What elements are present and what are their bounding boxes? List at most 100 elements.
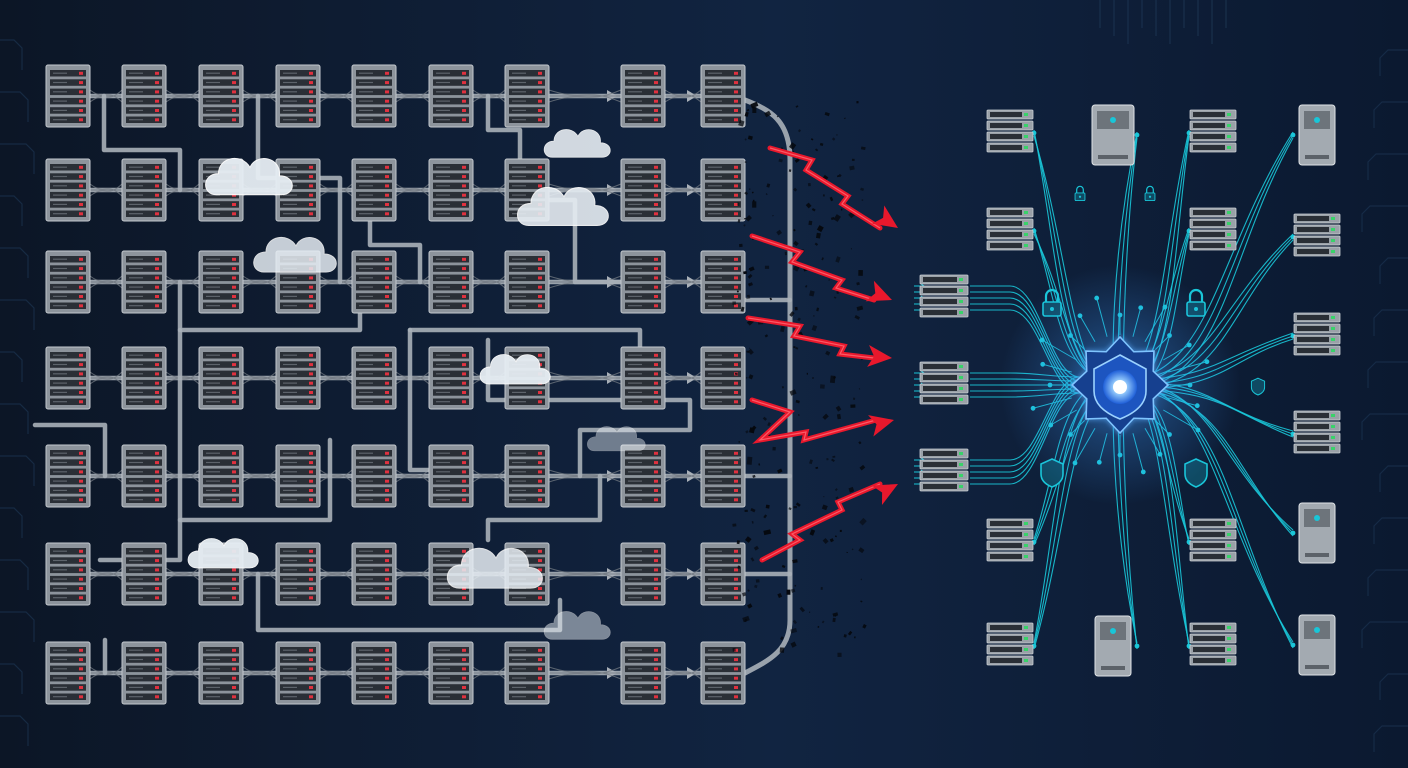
debris-particle xyxy=(814,148,819,152)
debris-particle xyxy=(747,135,753,140)
server-rack-icon xyxy=(504,444,550,508)
debris-particle xyxy=(854,315,861,320)
debris-particle xyxy=(749,427,755,434)
server-rack-icon xyxy=(45,346,91,410)
cloud-icon xyxy=(205,157,293,196)
thin-cable xyxy=(664,666,702,680)
bg-trace xyxy=(1367,569,1408,596)
debris-particle xyxy=(739,243,743,248)
server-tower-icon xyxy=(1298,104,1336,166)
debris-particle xyxy=(860,578,862,581)
debris-particle xyxy=(822,194,825,197)
thin-cable xyxy=(548,89,622,103)
debris-particle xyxy=(811,376,815,380)
shield-core-icon xyxy=(1000,265,1240,505)
thin-cable xyxy=(664,275,702,289)
thin-cable xyxy=(319,567,353,581)
debris-particle xyxy=(762,416,768,421)
debris-particle xyxy=(790,641,797,648)
debris-particle xyxy=(829,375,836,384)
debris-particle xyxy=(834,535,837,538)
debris-particle xyxy=(793,240,799,247)
server-rack-icon xyxy=(45,641,91,705)
attack-arrow xyxy=(759,481,898,563)
thin-cable xyxy=(664,666,702,680)
debris-particle xyxy=(784,251,788,256)
debris-particle xyxy=(850,248,853,250)
server-rack-icon xyxy=(428,158,474,222)
debris-particle xyxy=(744,509,748,512)
thin-cable xyxy=(664,469,702,483)
cloud-icon xyxy=(587,426,646,452)
debris-particle xyxy=(806,372,808,375)
server-rack-icon xyxy=(198,250,244,314)
debris-particle xyxy=(832,612,839,617)
server-rack-icon xyxy=(504,641,550,705)
bg-trace xyxy=(0,195,23,226)
debris-particle xyxy=(743,224,746,227)
bg-trace xyxy=(1361,413,1408,440)
debris-particle xyxy=(753,545,759,551)
debris-particle xyxy=(856,305,864,311)
server-rack-icon xyxy=(504,64,550,128)
debris-particle xyxy=(860,146,866,151)
bg-trace xyxy=(1379,673,1408,700)
server-rack-icon xyxy=(275,158,321,222)
debris-particle xyxy=(772,215,774,217)
thin-cable xyxy=(395,371,430,385)
thin-cable xyxy=(165,183,200,197)
debris-particle xyxy=(810,138,814,141)
debris-particle xyxy=(821,620,825,624)
debris-particle xyxy=(797,317,801,322)
entry-server-icon xyxy=(919,361,969,405)
routing-pipe xyxy=(177,437,333,523)
debris-particle xyxy=(748,188,751,190)
server-rack-node-icon xyxy=(986,109,1034,153)
right-server-nodes xyxy=(919,104,1341,677)
debris-particle xyxy=(837,652,842,657)
server-tower-icon xyxy=(1298,614,1336,676)
debris-particle xyxy=(843,117,846,120)
thin-cable xyxy=(472,666,506,680)
thin-cable xyxy=(319,666,353,680)
debris-particle xyxy=(811,207,816,212)
debris-particle xyxy=(861,199,864,201)
thin-cable xyxy=(242,469,277,483)
debris-particle xyxy=(823,496,825,498)
bg-trace xyxy=(0,611,35,642)
debris-particle xyxy=(750,507,756,513)
server-rack-icon xyxy=(700,250,746,314)
bg-trace xyxy=(0,715,29,746)
debris-particle xyxy=(792,559,798,564)
debris-particle xyxy=(755,579,760,583)
server-rack-node-icon xyxy=(986,622,1034,666)
attack-arrow xyxy=(749,397,894,444)
debris-particle xyxy=(754,584,758,589)
lock-icon xyxy=(1144,185,1156,202)
thin-cable xyxy=(319,275,353,289)
thin-cable xyxy=(242,371,277,385)
thin-cable xyxy=(165,469,200,483)
server-rack-icon xyxy=(121,250,167,314)
attack-arrow xyxy=(745,315,892,367)
debris-particle xyxy=(740,306,745,312)
server-rack-icon xyxy=(700,444,746,508)
debris-particle xyxy=(751,191,754,194)
thin-cable xyxy=(165,371,200,385)
thin-cable xyxy=(319,469,353,483)
debris-particle xyxy=(732,647,736,652)
server-rack-icon xyxy=(351,542,397,606)
thin-cable xyxy=(319,666,353,680)
thin-cable xyxy=(395,89,430,103)
debris-particle xyxy=(809,290,815,297)
debris-particle xyxy=(832,617,836,623)
bg-trace xyxy=(1361,621,1408,648)
debris-particle xyxy=(777,592,783,598)
debris-particle xyxy=(746,297,748,299)
debris-particle xyxy=(831,458,835,462)
server-rack-icon xyxy=(351,64,397,128)
debris-particle xyxy=(795,399,800,404)
thin-cable xyxy=(242,371,277,385)
thin-cable xyxy=(89,275,123,289)
debris-particle xyxy=(767,422,771,427)
